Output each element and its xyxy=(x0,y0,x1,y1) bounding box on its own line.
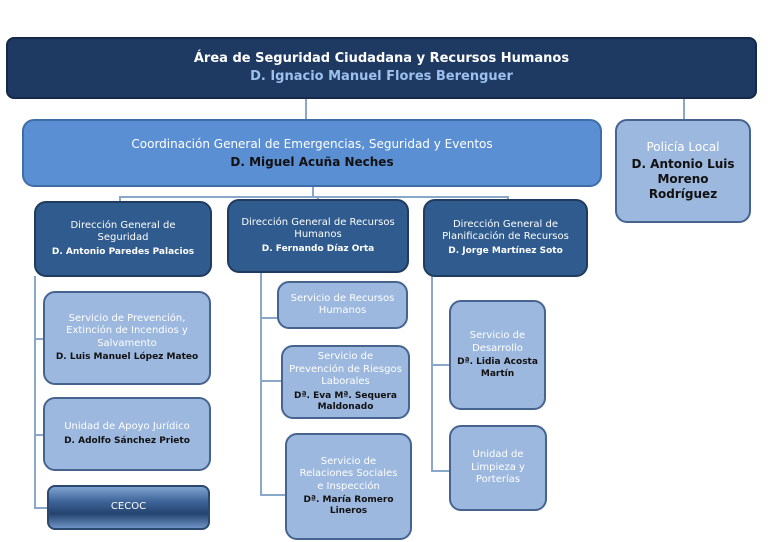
servicio-desarrollo-box: Servicio de Desarrollo Dª. Lidia Acosta … xyxy=(449,300,546,410)
servicio-recursos-humanos-box: Servicio de Recursos Humanos xyxy=(277,281,408,329)
servicio-prevencion-extincion-head-name: D. Luis Manuel López Mateo xyxy=(55,352,199,363)
connector-rrhh-unit-1 xyxy=(260,317,278,319)
servicio-prevencion-riesgos-title: Servicio de Prevención de Riesgos Labora… xyxy=(289,351,402,387)
connector-planificacion-unit-1 xyxy=(431,364,450,366)
unidad-limpieza-porterias-box: Unidad de Limpieza y Porterías xyxy=(449,425,547,511)
connector-top-to-coordination xyxy=(305,98,307,120)
direccion-rrhh-box: Dirección General de Recursos Humanos D.… xyxy=(227,199,409,273)
connector-planificacion-unit-2 xyxy=(431,470,450,472)
servicio-recursos-humanos-title: Servicio de Recursos Humanos xyxy=(290,292,395,317)
policia-local-box: Policía Local D. Antonio Luis Moreno Rod… xyxy=(615,119,751,223)
servicio-prevencion-extincion-title: Servicio de Prevención, Extinción de Inc… xyxy=(66,312,188,349)
cecoc-title: CECOC xyxy=(110,501,147,513)
coordinacion-title: Coordinación General de Emergencias, Seg… xyxy=(131,136,493,151)
servicio-prevencion-riesgos-head-name: Dª. Eva Mª. Sequera Maldonado xyxy=(294,390,397,412)
policia-title: Policía Local xyxy=(646,140,720,154)
servicio-prevencion-extincion-box: Servicio de Prevención, Extinción de Inc… xyxy=(43,291,211,385)
direccion-rrhh-head-name: D. Fernando Díaz Orta xyxy=(261,243,375,254)
servicio-desarrollo-title: Servicio de Desarrollo xyxy=(469,330,526,354)
connector-top-to-policia xyxy=(683,98,685,120)
direccion-planificacion-box: Dirección General de Planificación de Re… xyxy=(423,199,588,277)
connector-coordination-bus xyxy=(119,196,509,198)
servicio-relaciones-sociales-title: Servicio de Relaciones Sociales e Inspec… xyxy=(299,455,398,492)
connector-seguridad-unit-1 xyxy=(34,338,44,340)
direccion-seguridad-title: Dirección General de Seguridad xyxy=(70,219,176,244)
servicio-prevencion-riesgos-box: Servicio de Prevención de Riesgos Labora… xyxy=(281,345,410,419)
connector-seguridad-spine xyxy=(34,276,36,508)
direccion-rrhh-title: Dirección General de Recursos Humanos xyxy=(241,216,395,241)
connector-planificacion-spine xyxy=(431,276,433,472)
unidad-apoyo-juridico-head-name: D. Adolfo Sánchez Prieto xyxy=(64,435,190,446)
coordinacion-box: Coordinación General de Emergencias, Seg… xyxy=(22,119,602,187)
direccion-seguridad-head-name: D. Antonio Paredes Palacios xyxy=(51,246,195,257)
connector-to-seguridad xyxy=(119,196,121,202)
connector-to-planificacion xyxy=(507,196,509,200)
connector-seguridad-unit-3 xyxy=(34,507,48,509)
unidad-apoyo-juridico-box: Unidad de Apoyo Jurídico D. Adolfo Sánch… xyxy=(43,397,211,471)
area-title: Área de Seguridad Ciudadana y Recursos H… xyxy=(193,50,570,66)
servicio-relaciones-sociales-box: Servicio de Relaciones Sociales e Inspec… xyxy=(285,433,412,540)
coordinacion-head-name: D. Miguel Acuña Neches xyxy=(230,154,394,169)
direccion-seguridad-box: Dirección General de Seguridad D. Antoni… xyxy=(34,201,212,277)
connector-rrhh-unit-3 xyxy=(260,494,286,496)
policia-head-name: D. Antonio Luis Moreno Rodríguez xyxy=(631,157,735,201)
unidad-apoyo-juridico-title: Unidad de Apoyo Jurídico xyxy=(64,421,190,433)
connector-rrhh-spine xyxy=(260,272,262,496)
servicio-relaciones-sociales-head-name: Dª. María Romero Lineros xyxy=(303,495,394,517)
direccion-planificacion-head-name: D. Jorge Martínez Soto xyxy=(448,245,563,256)
cecoc-box: CECOC xyxy=(47,485,210,530)
area-seguridad-box: Área de Seguridad Ciudadana y Recursos H… xyxy=(6,37,757,99)
connector-seguridad-unit-2 xyxy=(34,434,44,436)
area-head-name: D. Ignacio Manuel Flores Berenguer xyxy=(250,69,513,84)
connector-coordination-drop xyxy=(312,186,314,198)
unidad-limpieza-porterias-title: Unidad de Limpieza y Porterías xyxy=(471,449,525,486)
servicio-desarrollo-head-name: Dª. Lidia Acosta Martín xyxy=(457,357,538,379)
direccion-planificacion-title: Dirección General de Planificación de Re… xyxy=(442,218,569,243)
connector-rrhh-unit-2 xyxy=(260,380,282,382)
connector-to-rrhh xyxy=(317,196,319,200)
